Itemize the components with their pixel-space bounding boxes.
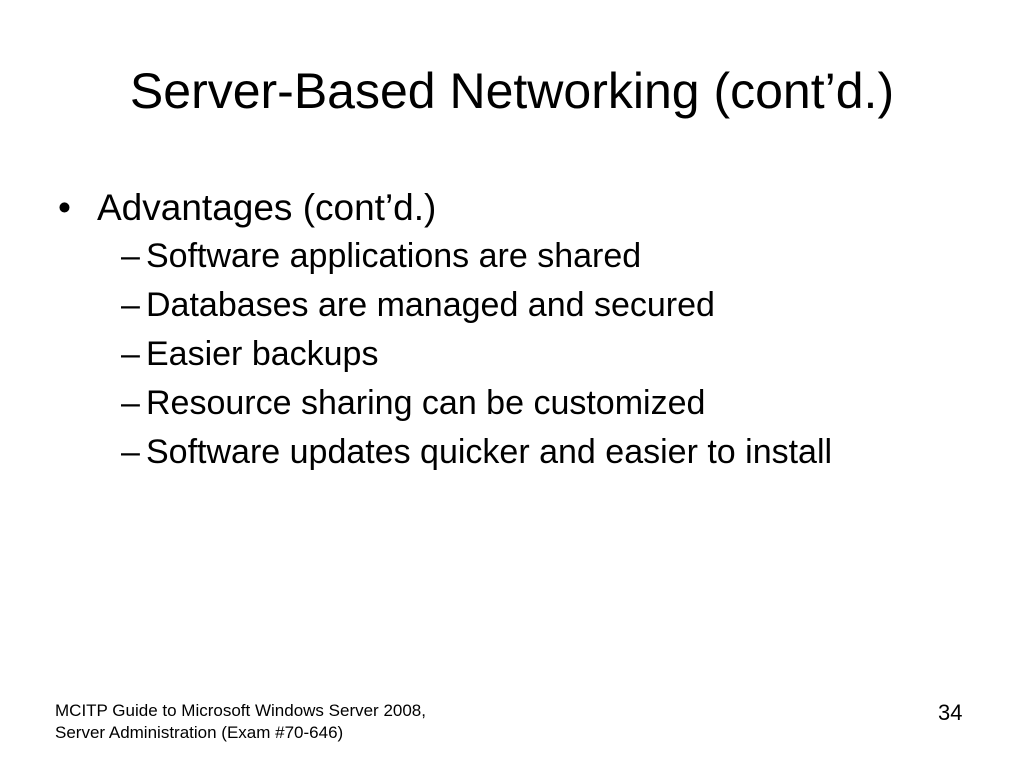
sub-bullet-text: Software updates quicker and easier to i… [146, 433, 833, 471]
sub-bullet-item: –Resource sharing can be customized [121, 379, 832, 428]
sub-bullet-text: Resource sharing can be customized [146, 384, 706, 422]
sub-bullet-text: Software applications are shared [146, 237, 642, 275]
bullet-item: • Advantages (cont’d.) [58, 186, 436, 230]
bullet-text: Advantages (cont’d.) [97, 187, 437, 228]
page-number: 34 [938, 700, 963, 725]
sub-bullet-item: –Databases are managed and secured [121, 281, 832, 330]
dash-marker: – [121, 384, 140, 422]
dash-marker: – [121, 335, 140, 373]
footer-line-1: MCITP Guide to Microsoft Windows Server … [55, 701, 426, 720]
slide-title: Server-Based Networking (cont’d.) [129, 63, 895, 119]
sub-bullet-item: –Software applications are shared [121, 232, 832, 281]
dash-marker: – [121, 237, 140, 275]
sub-bullet-text: Easier backups [146, 335, 379, 373]
sub-bullet-list: –Software applications are shared–Databa… [121, 232, 832, 477]
bullet-marker: • [58, 187, 71, 228]
footer-line-2: Server Administration (Exam #70-646) [55, 722, 344, 742]
dash-marker: – [121, 433, 140, 471]
sub-bullet-text: Databases are managed and secured [146, 286, 715, 324]
dash-marker: – [121, 286, 140, 324]
footer: MCITP Guide to Microsoft Windows Server … [55, 700, 426, 743]
sub-bullet-item: –Easier backups [121, 330, 832, 379]
sub-bullet-item: –Software updates quicker and easier to … [121, 428, 832, 477]
